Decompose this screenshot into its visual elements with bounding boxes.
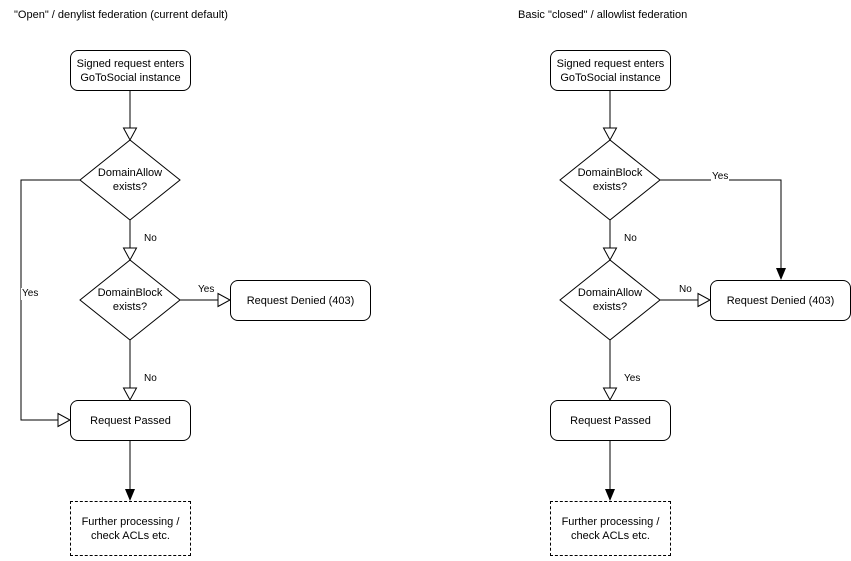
- node-domain-block-left-label: DomainBlock exists?: [97, 287, 163, 313]
- edge-label-allow-no-right: No: [678, 284, 693, 296]
- arrowhead-solid-passed-further-left: [125, 489, 135, 501]
- arrowhead-open-block-allow-right: [602, 247, 618, 262]
- node-further-processing-left-label: Further processing / check ACLs etc.: [81, 515, 180, 542]
- node-further-processing-left[interactable]: Further processing / check ACLs etc.: [70, 501, 191, 556]
- arrowhead-open-allow-passed-left: [57, 412, 72, 428]
- node-domain-block-right[interactable]: DomainBlock exists?: [560, 163, 660, 197]
- node-further-processing-right[interactable]: Further processing / check ACLs etc.: [550, 501, 671, 556]
- node-domain-allow-right-label: DomainAllow exists?: [577, 287, 643, 313]
- arrowhead-open-start-allow-left: [122, 127, 138, 142]
- node-domain-block-right-label: DomainBlock exists?: [577, 167, 643, 193]
- node-request-passed-right-label: Request Passed: [570, 414, 651, 427]
- node-further-processing-right-label: Further processing / check ACLs etc.: [561, 515, 660, 542]
- node-start-right[interactable]: Signed request enters GoToSocial instanc…: [550, 50, 671, 91]
- edge-label-allow-no-left: No: [143, 233, 158, 245]
- node-start-left[interactable]: Signed request enters GoToSocial instanc…: [70, 50, 191, 91]
- edge-label-allow-yes-left: Yes: [21, 288, 40, 300]
- arrowhead-solid-block-denied-right: [776, 268, 786, 280]
- node-request-passed-right[interactable]: Request Passed: [550, 400, 671, 441]
- node-domain-allow-left[interactable]: DomainAllow exists?: [80, 163, 180, 197]
- node-request-denied-left[interactable]: Request Denied (403): [230, 280, 371, 321]
- arrowhead-solid-passed-further-right: [605, 489, 615, 501]
- node-request-denied-right[interactable]: Request Denied (403): [710, 280, 851, 321]
- arrowhead-open-block-denied-left: [217, 292, 232, 308]
- node-start-right-label: Signed request enters GoToSocial instanc…: [556, 57, 665, 84]
- node-request-denied-right-label: Request Denied (403): [726, 294, 835, 307]
- edge-label-block-yes-left: Yes: [197, 284, 216, 296]
- node-domain-block-left[interactable]: DomainBlock exists?: [80, 283, 180, 317]
- arrowhead-open-allow-denied-right: [697, 292, 712, 308]
- node-start-left-label: Signed request enters GoToSocial instanc…: [76, 57, 185, 84]
- arrowhead-open-allow-passed-right: [602, 387, 618, 402]
- node-domain-allow-left-label: DomainAllow exists?: [97, 167, 163, 193]
- node-request-denied-left-label: Request Denied (403): [246, 294, 355, 307]
- edge-domain-block-yes-right: [660, 179, 782, 274]
- node-domain-allow-right[interactable]: DomainAllow exists?: [560, 283, 660, 317]
- edge-label-block-yes-right: Yes: [711, 171, 730, 183]
- arrowhead-open-allow-block-left: [122, 247, 138, 262]
- diagram-title-closed-allowlist: Basic "closed" / allowlist federation: [518, 9, 688, 21]
- edge-label-block-no-right: No: [623, 233, 638, 245]
- node-request-passed-left[interactable]: Request Passed: [70, 400, 191, 441]
- arrowhead-open-start-block-right: [602, 127, 618, 142]
- edge-label-allow-yes-right: Yes: [623, 373, 642, 385]
- edge-label-block-no-left: No: [143, 373, 158, 385]
- arrowhead-open-block-passed-left: [122, 387, 138, 402]
- node-request-passed-left-label: Request Passed: [90, 414, 171, 427]
- diagram-title-open-denylist: "Open" / denylist federation (current de…: [14, 9, 228, 21]
- edge-domain-allow-yes-left: [20, 179, 80, 421]
